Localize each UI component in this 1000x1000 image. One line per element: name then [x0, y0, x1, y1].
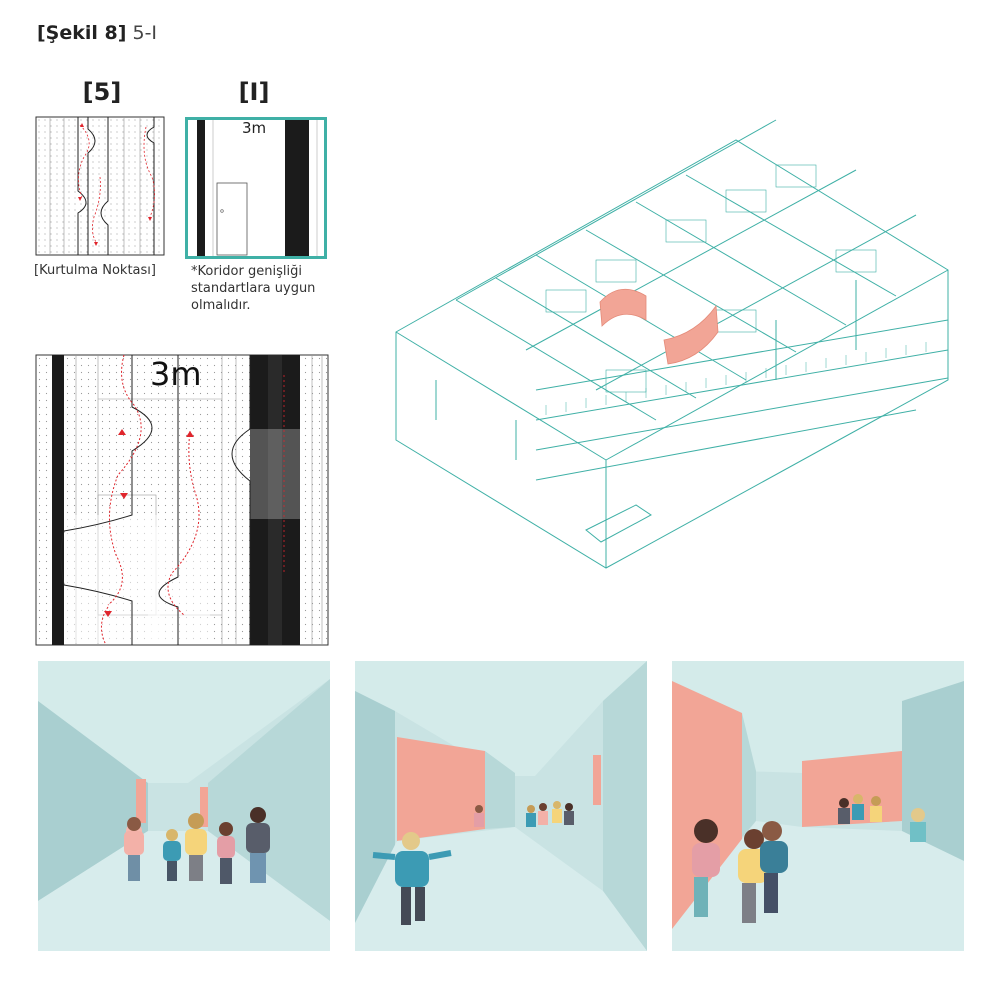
- figure-sublabel: 5-I: [126, 22, 158, 44]
- figure-label: [Şekil 8]: [37, 22, 127, 44]
- plan-i-note-line-2: standartlara uygun: [191, 281, 316, 296]
- corridor-view-3: [672, 661, 964, 951]
- plan-i-note-line-3: olmalıdır.: [191, 298, 251, 313]
- plan-5-caption: [Kurtulma Noktası]: [34, 263, 156, 278]
- figure-title: [Şekil 8] 5-I: [37, 22, 157, 44]
- corridor-view-1: [38, 661, 330, 951]
- corridor-view-2: [355, 661, 647, 951]
- plan-i-label: [I]: [238, 78, 270, 106]
- plan-5-diagram: [35, 116, 165, 256]
- plan-i-width-label: 3m: [242, 119, 267, 137]
- large-corridor-plan: [35, 354, 329, 646]
- isometric-building: [395, 119, 949, 569]
- plan-i-note: *Koridor genişliği standartlara uygun ol…: [191, 263, 315, 314]
- plan-i-diagram: [185, 117, 327, 259]
- large-plan-width-label: 3m: [150, 355, 202, 393]
- plan-5-label: [5]: [82, 78, 122, 106]
- plan-i-note-line-1: *Koridor genişliği: [191, 264, 302, 279]
